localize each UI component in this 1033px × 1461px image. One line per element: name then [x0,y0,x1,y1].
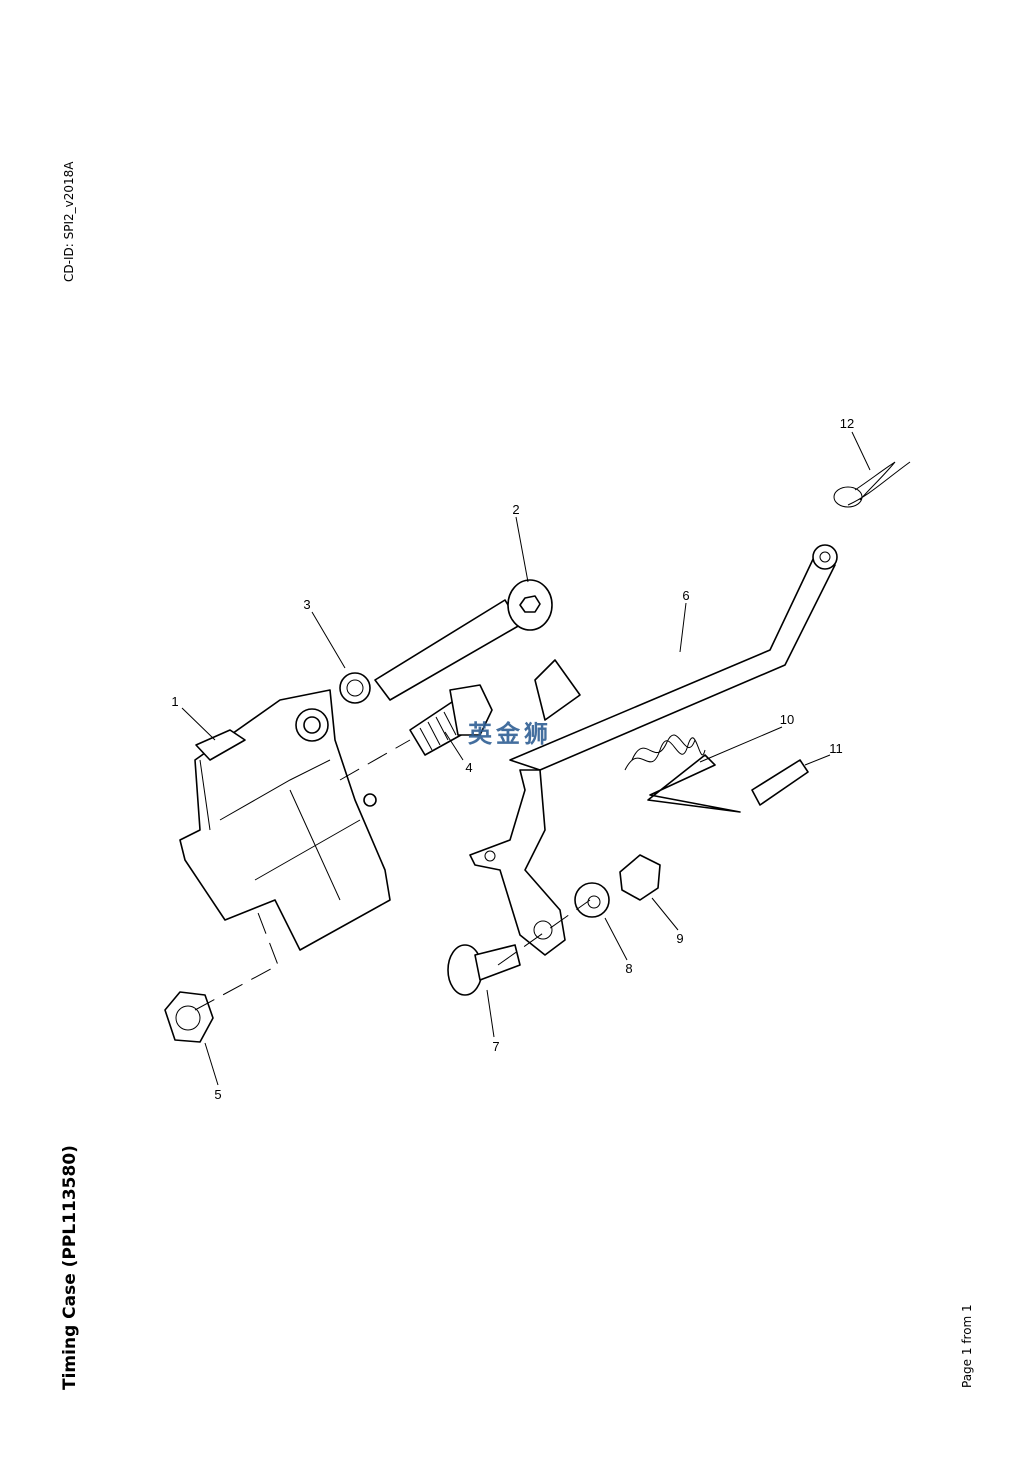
part-8-washer [574,882,610,918]
callout-11: 11 [829,741,843,756]
part-7-bolt [447,944,521,996]
part-10-spring [624,734,741,813]
part-11-sleeve [751,759,809,806]
callout-8: 8 [625,961,632,976]
part-4-screw [409,684,493,756]
part-2-pin [374,579,553,701]
part-5-nut [164,991,214,1043]
callout-6: 6 [682,588,689,603]
callout-10: 10 [780,712,794,727]
callout-12: 12 [840,416,854,431]
callout-5: 5 [214,1087,221,1102]
part-6-lever [469,544,838,956]
callout-9: 9 [676,931,683,946]
callout-1: 1 [171,694,178,709]
callout-3: 3 [303,597,310,612]
part-9-cap-nut [619,854,661,901]
callout-7: 7 [492,1039,499,1054]
part-12-r-clip [833,461,911,508]
callout-4: 4 [465,760,472,775]
part-1-housing [179,689,391,951]
callout-2: 2 [512,502,519,517]
part-3-circlip [339,672,371,704]
watermark: 英金狮 [468,720,552,748]
